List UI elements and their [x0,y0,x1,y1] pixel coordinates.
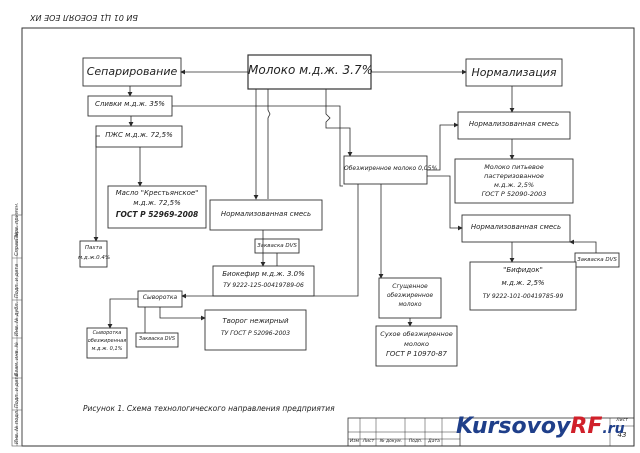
node-normmix-top: Нормализованная смесь [468,120,560,128]
side-stamp-1: Инв. № подл. [14,409,20,445]
box-butter [107,185,207,229]
node-condensed-1: Сгущенное [392,283,428,290]
node-whey: Сыворотка [142,294,178,301]
tb-izm: Изм [349,439,360,444]
side-stamp-7: Перв. примен. [14,202,20,240]
box-buttermilk [79,240,108,268]
box-milk [247,54,372,90]
watermark-part1: Kursovoy [456,414,571,439]
node-bio-1: Биокефир м.д.ж. 3.0% [222,270,305,278]
node-milk-past-2: пастеризованное [484,172,544,180]
tb-list: Лист [362,439,375,444]
node-bifidok-2: м.д.ж. 2,5% [501,279,545,287]
node-normalization: Нормализация [471,66,557,79]
side-stamp-5: Подп. и дата [14,263,20,298]
box-normmix-right [461,214,571,243]
box-curd [204,309,307,351]
box-starter-low [135,332,179,348]
node-drymilk-1: Сухое обезжиренное [380,330,453,338]
box-normmix-top [457,111,571,140]
node-starter-right: Закваска DVS [577,257,617,263]
node-normmix-right: Нормализованная смесь [470,223,562,231]
side-stamp-4: Инв. № дубл. [14,301,20,336]
node-starter-mid: Закваска DVS [257,243,297,249]
node-pvs: ПЖС м.д.ж. 72,5% [105,131,173,139]
node-bifidok-1: "Бифидок" [503,266,543,274]
figure-caption: Рисунок 1. Схема технологического направ… [83,404,335,413]
watermark-part3: .ru [602,421,625,437]
node-milk-past-1: Молоко питьевое [484,163,544,171]
node-drymilk-2: молоко [404,340,429,348]
node-milk-past-4: ГОСТ Р 52090-2003 [481,190,547,198]
node-butter-fat: м.д.ж. 72,5% [133,199,181,207]
tb-sheet-label: Лист [616,418,628,423]
node-butter-gost: ГОСТ Р 52969-2008 [115,210,199,219]
box-milk-past [454,158,574,204]
node-buttermilk-1: Пахта [84,245,103,251]
box-starter-right [574,252,620,268]
node-milk-past-3: м.д.ж. 2,5% [493,181,535,189]
box-bio [212,265,315,297]
box-drymilk [375,325,458,367]
node-butter-name: Масло "Крестьянское" [115,189,199,197]
tb-doc: № докум. [379,439,403,444]
box-whey-skim [86,327,128,359]
watermark-part2: RF [570,414,603,439]
sheet-code: БИ 01 Ц1 ЕОЕОЯЛ ЕОЕ ИХ [30,12,138,22]
node-drymilk-3: ГОСТ Р 10970-87 [386,350,447,358]
box-skim [343,155,428,185]
side-stamp-3: Взам. инв. № [14,342,20,376]
node-skim: Обезжиренное молоко 0,05% [344,165,438,172]
node-buttermilk-2: м.д.ж.0.4% [78,255,111,261]
node-milk: Молоко м.д.ж. 3.7% [248,63,374,77]
node-separation: Сепарирование [86,65,178,78]
box-bifidok [469,261,577,311]
node-curd-1: Творог нежирный [222,317,289,325]
box-normmix-mid [209,199,323,231]
tb-sheet-no: 43 [617,431,627,439]
node-condensed-3: молоко [398,301,422,308]
box-separation [82,57,182,87]
node-whey-skim-1: Сыворотка [92,330,122,336]
node-bifidok-3: ТУ 9222-101-00419785-99 [482,293,564,300]
side-stamp-2: Подп. и дата [14,373,20,408]
box-normalization [465,58,563,87]
node-condensed-2: обезжиренное [386,292,434,299]
node-bio-2: ТУ 9222-125-00419789-06 [223,282,304,289]
node-whey-skim-3: м.д.ж. 0,1% [91,346,123,352]
node-whey-skim-2: обезжиренная [87,338,127,344]
connectors [93,69,597,333]
watermark-logo: KursovoyRF.ru [456,414,625,444]
node-normmix-mid: Нормализованная смесь [220,210,312,218]
tb-date: Дата [428,439,440,444]
tb-sign: Подп. [408,439,423,444]
node-starter-low: Закваска DVS [138,336,176,342]
box-condensed [378,277,442,319]
node-curd-2: ТУ ГОСТ Р 52096-2003 [220,330,291,337]
node-cream: Сливки м.д.ж. 35% [95,100,165,108]
